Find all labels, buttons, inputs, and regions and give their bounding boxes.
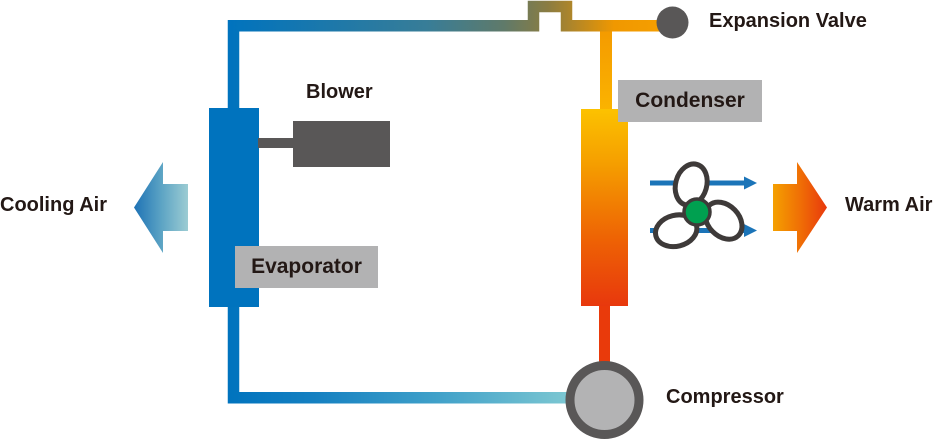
pipe-compressor-to-condenser [599,306,610,368]
left-arrow-icon [134,162,188,253]
condenser-label: Condenser [618,80,762,122]
blower-shaft [258,138,294,148]
pipe-expansion-to-evaporator [227,0,673,110]
condenser-body [581,109,628,306]
flow-arrow-top-head [744,176,757,190]
expansion-valve-label: Expansion Valve [709,10,867,32]
right-arrow-icon [773,162,827,253]
cooling-air-label: Cooling Air [0,194,108,216]
evaporator-label: Evaporator [235,246,378,288]
blower-body [293,121,390,167]
valve-dot-icon [656,6,689,39]
blower-label: Blower [306,81,373,103]
warm-air-label: Warm Air [845,194,933,216]
fan-icon [652,161,745,250]
fan-hub [682,197,712,227]
evaporator-label-text: Evaporator [251,255,362,278]
pipe-evaporator-to-compressor [227,305,580,404]
flow-arrow-bottom-head [744,224,757,237]
compressor-label: Compressor [666,386,784,408]
condenser-label-text: Condenser [635,89,745,112]
compressor-circle-icon [565,361,644,439]
